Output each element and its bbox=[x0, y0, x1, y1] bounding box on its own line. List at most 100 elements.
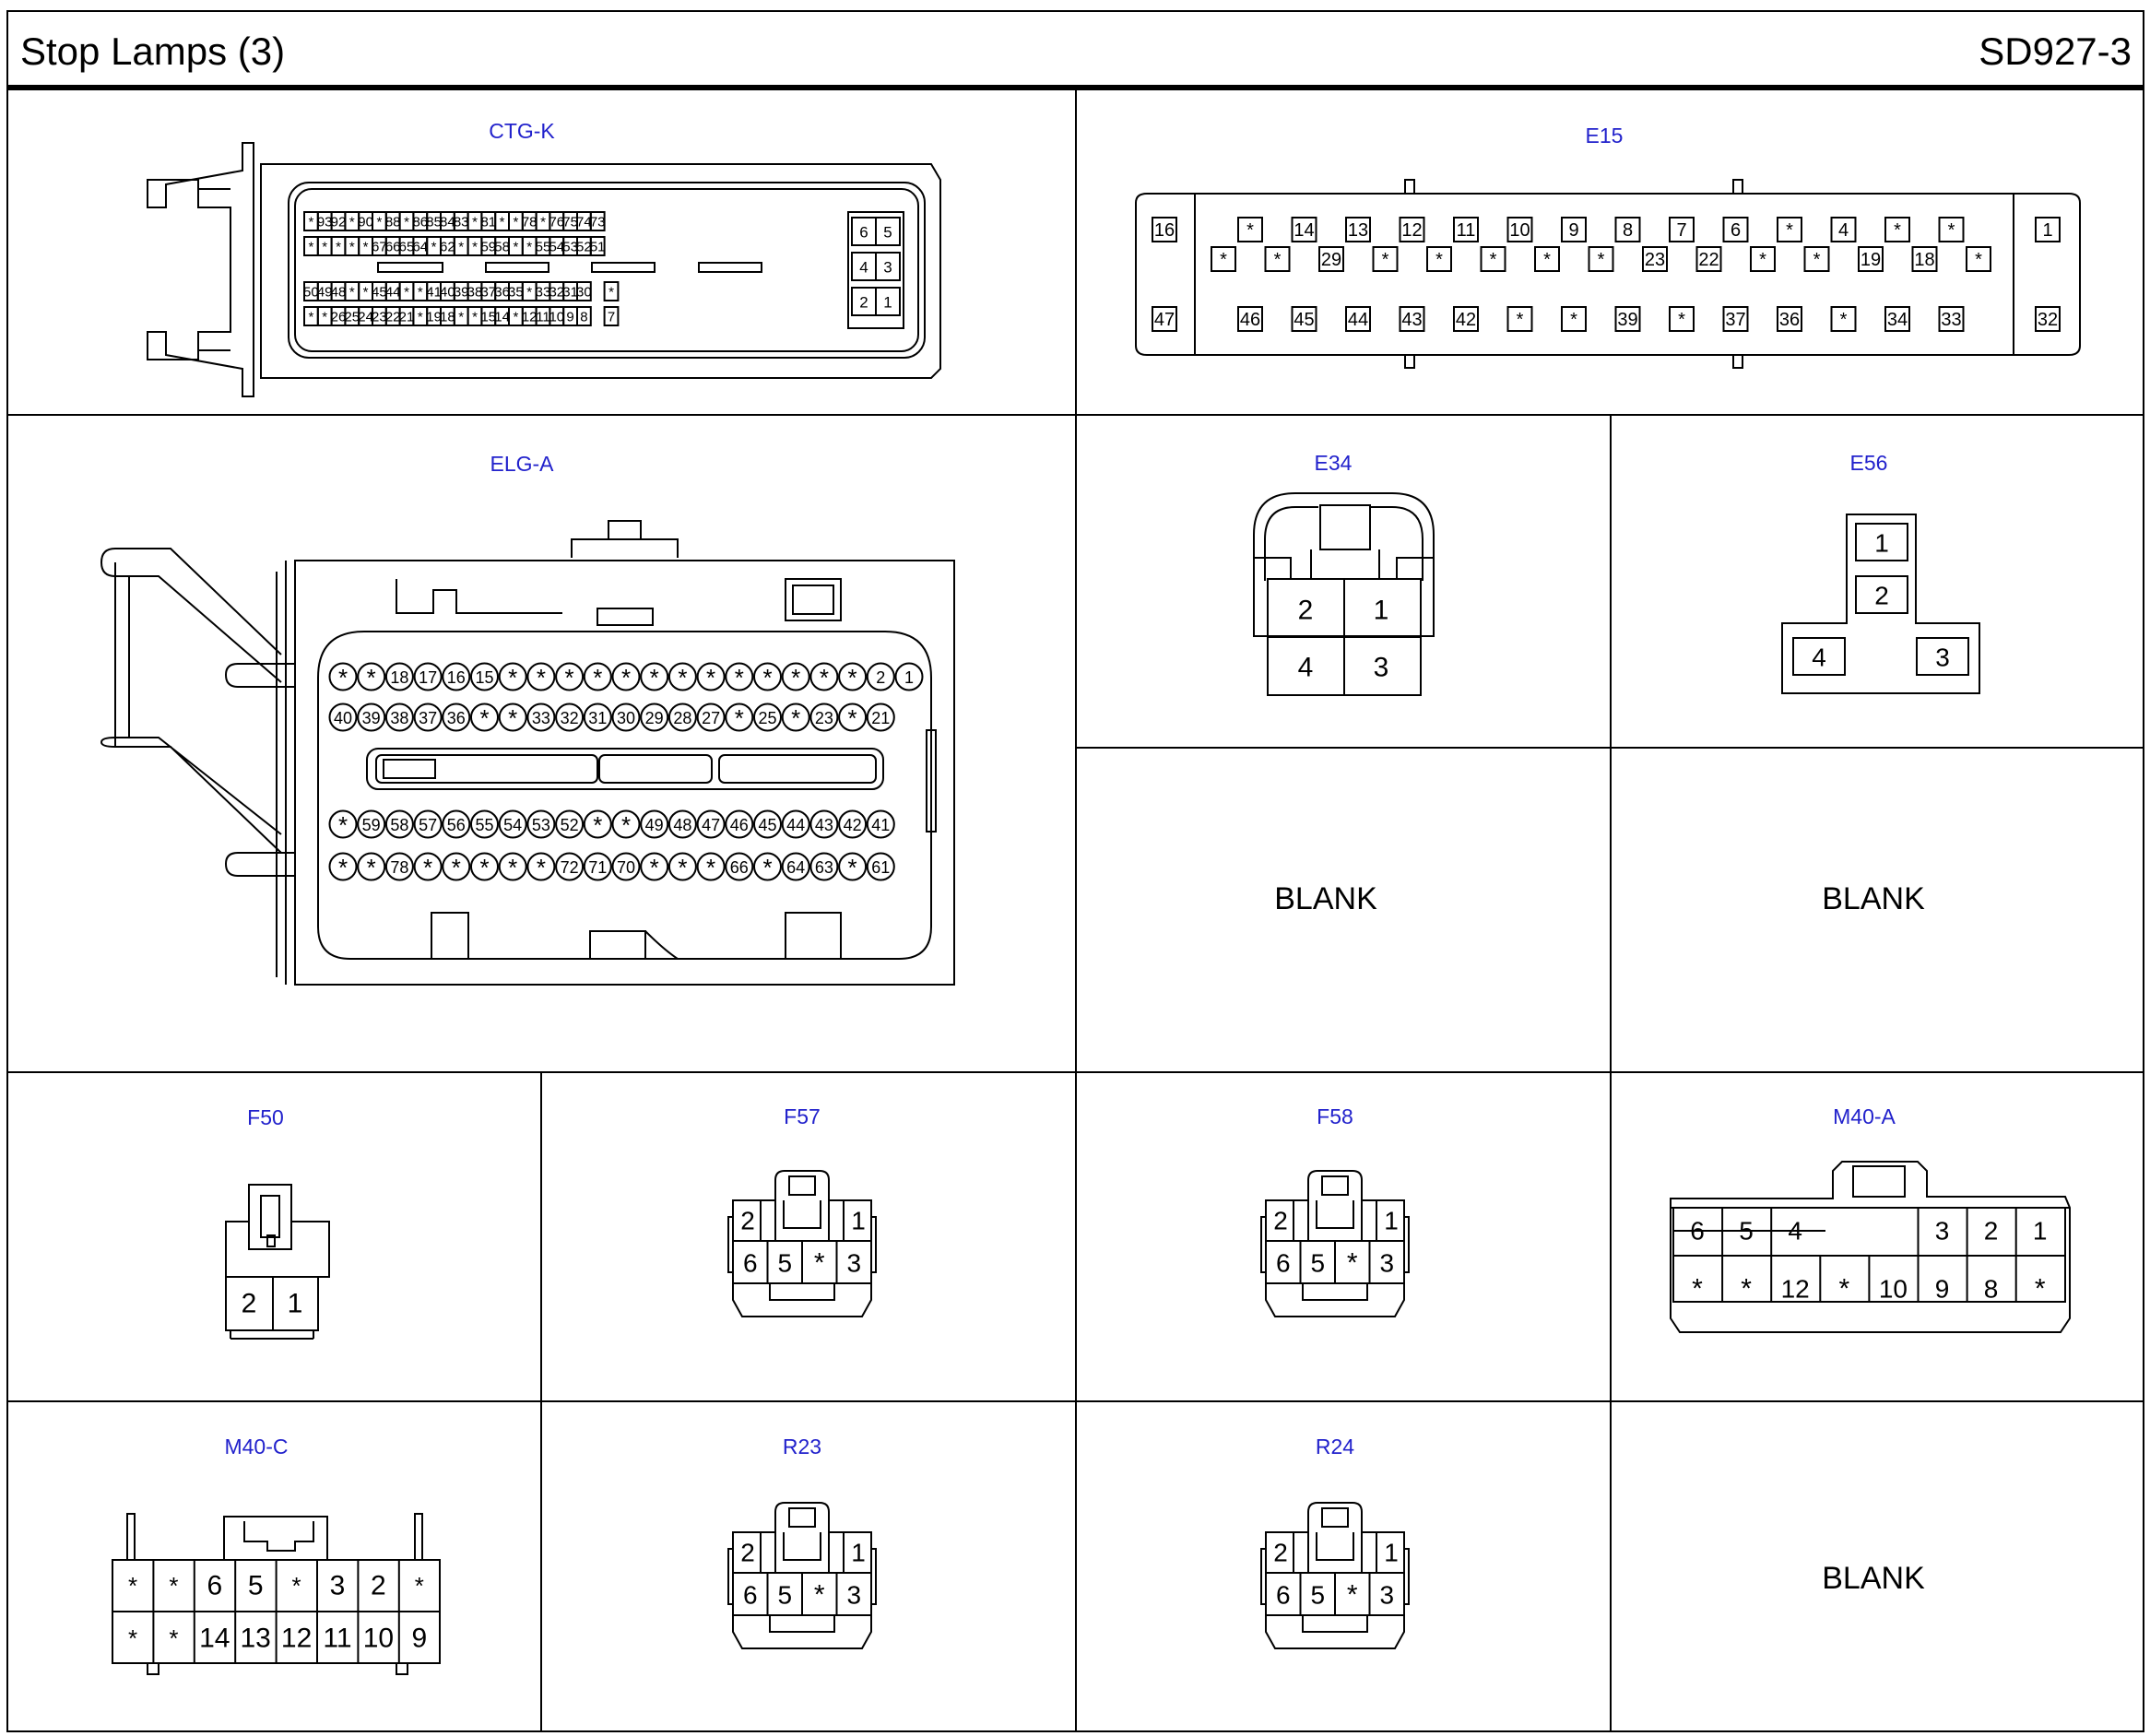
ctgk-pin: 15 bbox=[480, 310, 496, 325]
elga-pin: 37 bbox=[419, 709, 437, 727]
r23-pin: 1 bbox=[851, 1539, 866, 1567]
pin-cell bbox=[1291, 217, 1317, 242]
e56-pin: 4 bbox=[1812, 644, 1826, 672]
ctgk-connector-body bbox=[147, 142, 941, 397]
ctgk-pin: 76 bbox=[549, 215, 564, 230]
ctgk-name: CTG-K bbox=[489, 119, 555, 143]
e15-pin: * bbox=[1543, 250, 1551, 270]
pin-cell bbox=[1453, 217, 1479, 242]
r24-pin: 3 bbox=[1379, 1581, 1394, 1610]
e15-pin: 23 bbox=[1645, 250, 1665, 270]
elga-pin-circle bbox=[357, 852, 386, 881]
r23-pin: 5 bbox=[777, 1581, 792, 1610]
ctgk-pin: 18 bbox=[440, 310, 455, 325]
e56-pin: 1 bbox=[1874, 529, 1889, 558]
elga-pin-circle bbox=[696, 809, 726, 839]
e15-pin: 39 bbox=[1617, 310, 1637, 330]
e15-pin: 18 bbox=[1914, 250, 1934, 270]
elga-pin-circle bbox=[384, 852, 414, 881]
m40a-pin: * bbox=[1692, 1274, 1703, 1305]
ctgk-pin: 49 bbox=[317, 285, 333, 301]
r24-pin: 5 bbox=[1310, 1581, 1325, 1610]
e15-pin: * bbox=[1598, 250, 1605, 270]
pin-cell bbox=[1506, 217, 1533, 242]
e15-pin: 34 bbox=[1887, 310, 1908, 330]
elga-pin: 15 bbox=[475, 668, 493, 687]
e15-pin: * bbox=[1948, 220, 1955, 241]
f57-name: F57 bbox=[784, 1104, 821, 1128]
elga-pin-circle bbox=[753, 852, 782, 881]
elga-pin-circle bbox=[555, 662, 585, 691]
f58-pin: 3 bbox=[1379, 1249, 1394, 1278]
elga-pin-circle bbox=[725, 852, 754, 881]
ctgk-pin: 59 bbox=[480, 240, 496, 255]
r23-pin: 3 bbox=[846, 1581, 861, 1610]
pin-cell bbox=[875, 287, 901, 316]
e15-pin: 46 bbox=[1240, 310, 1260, 330]
e15-pin: * bbox=[1274, 250, 1282, 270]
m40c-pin: 10 bbox=[363, 1624, 394, 1654]
elga-pin-circle bbox=[667, 809, 697, 839]
pin-cell bbox=[1642, 246, 1668, 272]
pin-cell bbox=[1803, 246, 1830, 272]
e15-pin: 37 bbox=[1725, 310, 1745, 330]
pin-cell bbox=[1938, 217, 1965, 242]
elga-pin: * bbox=[621, 811, 631, 839]
m40a-pin: 3 bbox=[1935, 1217, 1950, 1246]
elga-pin-circle bbox=[384, 662, 414, 691]
pin-cell bbox=[1911, 246, 1938, 272]
elga-pin-circle bbox=[470, 809, 499, 839]
ctgk-pin: 25 bbox=[344, 310, 360, 325]
ctgk-side-pin: 3 bbox=[883, 259, 892, 277]
e15-pin: 6 bbox=[1731, 220, 1741, 241]
f57-pin: 2 bbox=[740, 1207, 755, 1235]
elga-pin-circle bbox=[357, 662, 386, 691]
f57-pin: 5 bbox=[777, 1249, 792, 1278]
elga-pin: 43 bbox=[815, 816, 833, 834]
elga-pin: 54 bbox=[503, 816, 522, 834]
blank-label: BLANK bbox=[1822, 1561, 1925, 1596]
elga-pin: 31 bbox=[588, 709, 607, 727]
ctgk-pin: * bbox=[418, 285, 423, 301]
ctgk-pin: 24 bbox=[358, 310, 373, 325]
ctgk-pin: 48 bbox=[331, 285, 347, 301]
pin-cell bbox=[603, 281, 620, 301]
e15-pin: 1 bbox=[2042, 220, 2052, 241]
elga-pin-circle bbox=[413, 662, 443, 691]
e15-pin: 7 bbox=[1676, 220, 1686, 241]
m40a-pin: 1 bbox=[2033, 1217, 2048, 1246]
m40a-pin: 10 bbox=[1879, 1275, 1908, 1304]
elga-pin: * bbox=[678, 854, 687, 881]
elga-pin: 58 bbox=[390, 816, 408, 834]
elga-pin: * bbox=[508, 664, 517, 691]
ctgk-pin: 9 bbox=[566, 310, 573, 325]
ctgk-pin: * bbox=[472, 215, 478, 230]
elga-pin: * bbox=[508, 704, 517, 732]
e15-pin: * bbox=[1813, 250, 1821, 270]
elga-pin-circle bbox=[781, 852, 810, 881]
elga-pin-circle bbox=[696, 662, 726, 691]
elga-pin-circle bbox=[413, 852, 443, 881]
ctgk-pin: 41 bbox=[426, 285, 442, 301]
elga-pin-circle bbox=[357, 809, 386, 839]
elga-pin: 46 bbox=[730, 816, 749, 834]
elga-pin-circle bbox=[809, 809, 839, 839]
f57-pin: 1 bbox=[851, 1207, 866, 1235]
ctgk-pin: 44 bbox=[385, 285, 401, 301]
elga-pin-circle bbox=[328, 703, 358, 732]
ctgk-pins: *9392*90*88*86858483*81**78*76757473****… bbox=[303, 211, 904, 329]
m40c-pin: 3 bbox=[330, 1571, 346, 1601]
pin-cell bbox=[875, 252, 901, 281]
elga-pin: * bbox=[479, 704, 489, 732]
r24-pin: 6 bbox=[1276, 1581, 1291, 1610]
elga-connector-body bbox=[100, 520, 955, 986]
elga-pin-circle bbox=[866, 852, 895, 881]
pin-cell bbox=[1858, 246, 1884, 272]
elga-pin-circle bbox=[555, 852, 585, 881]
e15-pin: 45 bbox=[1294, 310, 1314, 330]
elga-pin-circle bbox=[781, 703, 810, 732]
ctgk-key-slot bbox=[377, 262, 443, 273]
